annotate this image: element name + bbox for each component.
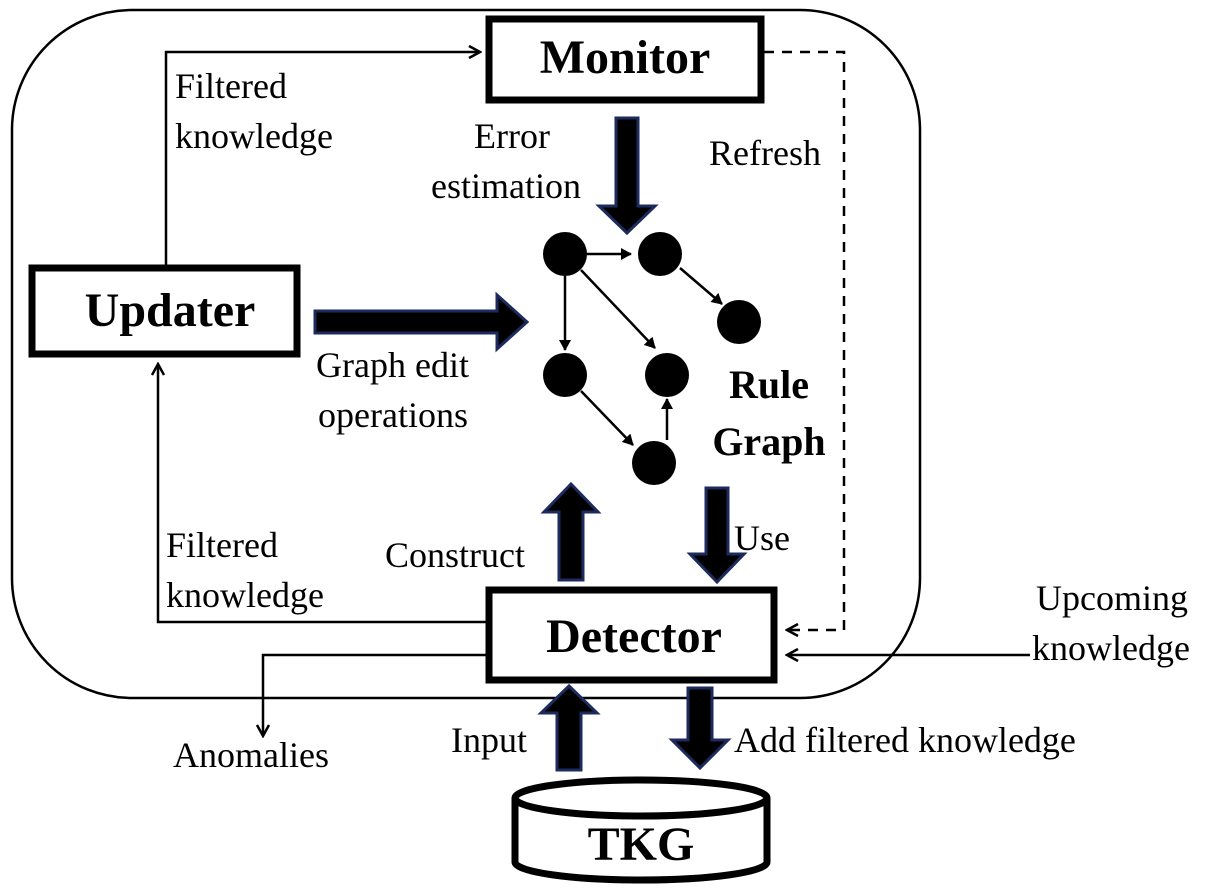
error-estimation-line1: Error	[474, 116, 550, 156]
tkg-database: TKG	[511, 776, 771, 884]
graph-node	[543, 232, 587, 276]
rule-graph	[543, 232, 761, 485]
system-frame	[10, 8, 922, 700]
detector-box: Detector	[485, 586, 778, 684]
filtered-knowledge-bottom-line2: knowledge	[166, 575, 324, 615]
construct-fat-arrow	[540, 481, 602, 582]
refresh-dashed-arrow	[764, 50, 846, 630]
monitor-box: Monitor	[485, 15, 765, 104]
refresh-label: Refresh	[709, 133, 821, 173]
graph-node	[632, 441, 676, 485]
upcoming-knowledge-line2: knowledge	[1032, 628, 1190, 668]
error-estimation-line2: estimation	[431, 166, 581, 206]
monitor-label: Monitor	[540, 31, 711, 84]
graph-node	[645, 353, 689, 397]
tkg-label: TKG	[588, 818, 695, 871]
updater-label: Updater	[85, 284, 256, 337]
filtered-knowledge-top-line1: Filtered	[175, 66, 287, 106]
use-fat-arrow	[686, 486, 748, 585]
updater-to-monitor-arrow	[164, 52, 480, 266]
error-estimation-fat-arrow	[595, 116, 659, 236]
detector-to-updater-arrow	[158, 364, 489, 624]
use-label: Use	[734, 518, 790, 558]
input-fat-arrow	[537, 683, 601, 772]
input-label: Input	[451, 720, 527, 760]
graph-edge	[580, 390, 634, 446]
construct-label: Construct	[385, 535, 525, 575]
graph-edit-line1: Graph edit	[316, 345, 469, 385]
graph-edge	[580, 269, 656, 349]
graph-node	[717, 300, 761, 344]
graph-node	[638, 232, 682, 276]
upcoming-knowledge-line1: Upcoming	[1036, 578, 1188, 618]
rule-graph-label-line1: Rule	[729, 362, 809, 407]
rule-graph-label-line2: Graph	[712, 419, 825, 464]
detector-to-anomalies-arrow	[263, 653, 489, 736]
graph-edit-fat-arrow	[313, 291, 530, 353]
updater-box: Updater	[28, 264, 301, 358]
graph-node	[543, 353, 587, 397]
graph-edge	[679, 267, 723, 305]
filtered-knowledge-top-line2: knowledge	[175, 116, 333, 156]
detector-label: Detector	[546, 610, 722, 663]
graph-edit-line2: operations	[318, 395, 468, 435]
add-filtered-fat-arrow	[668, 686, 732, 771]
anomalies-label: Anomalies	[173, 735, 329, 775]
add-filtered-knowledge-label: Add filtered knowledge	[734, 720, 1076, 760]
filtered-knowledge-bottom-line1: Filtered	[166, 525, 278, 565]
